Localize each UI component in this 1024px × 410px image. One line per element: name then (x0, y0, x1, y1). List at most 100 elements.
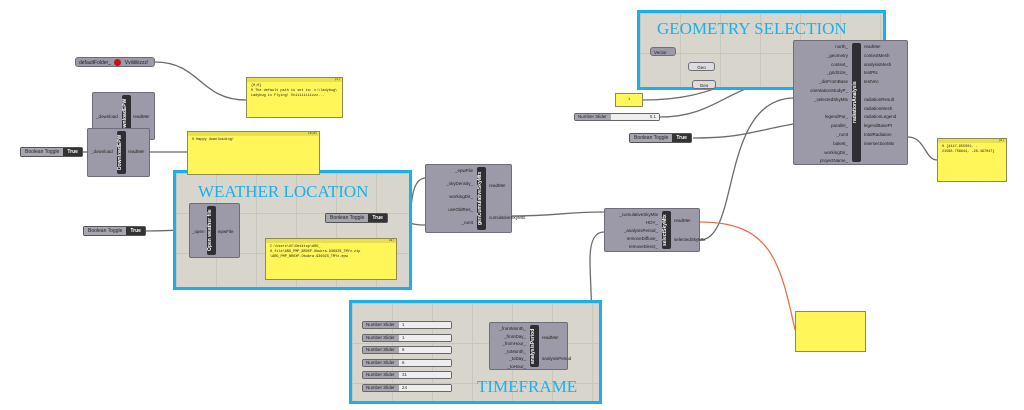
output-label[interactable]: cumulativeSkyMtx (489, 215, 526, 220)
radiation-analysis-node[interactable]: north_ _geometry context_ _gridSize_ _disFro… (793, 40, 908, 165)
input-label[interactable]: _fromDay_ (503, 333, 526, 339)
toggle-value[interactable]: True (63, 148, 82, 156)
input-label[interactable]: removeDiffuse_ (626, 236, 658, 241)
input-label[interactable]: legendPar_ (824, 114, 848, 120)
panel[interactable]: {0;0}0 Happy downloading! (187, 131, 320, 175)
output-label[interactable]: totalRadiation (864, 132, 892, 137)
panel[interactable] (795, 311, 866, 352)
slider-value[interactable]: 6 (399, 347, 451, 353)
open-weather-file-node[interactable]: _open Open weather file epwFile (189, 203, 240, 258)
input-label[interactable]: parallel_ (830, 123, 848, 129)
gen-cumulative-sky-mtx-node[interactable]: _epwFile _skyDensity_ workingDir_ useOldRes… (425, 164, 525, 233)
slider-value[interactable]: 31 (399, 372, 451, 378)
slider-label: Number Slider (363, 359, 399, 366)
panel-header: (1) (247, 78, 342, 82)
output-label[interactable]: analysisMesh (864, 61, 892, 67)
input-label[interactable]: _toHour_ (507, 363, 526, 369)
wire (692, 123, 794, 139)
vector-param[interactable]: Vector (650, 47, 676, 56)
input-label[interactable]: context_ (830, 61, 848, 67)
ladybug-icon (114, 59, 122, 67)
output-label: readMe! (133, 114, 150, 119)
input-label[interactable]: _skyDensity_ (446, 181, 473, 186)
input-label[interactable]: _selectedSkyMtx (813, 96, 848, 102)
input-label[interactable]: projectName_ (819, 158, 848, 164)
input-label[interactable]: _analysisPeriod_ (623, 228, 658, 233)
input-label[interactable]: workingDir_ (449, 194, 473, 199)
panel-line: {0;0} (251, 84, 262, 88)
slider-value[interactable]: 0.1 (611, 114, 659, 120)
output-label[interactable]: contextMesh (864, 52, 890, 58)
input-label: _download (96, 114, 118, 119)
input-label[interactable]: _runIt (461, 220, 473, 225)
output-label[interactable]: selectedSkyMtx (674, 237, 706, 242)
input-label[interactable]: _cumulativeSkyMtx (619, 212, 658, 217)
toggle-label: Boolean Toggle (84, 227, 127, 235)
output-label[interactable]: readMe! (674, 218, 691, 223)
input-label[interactable]: _geometry (826, 52, 848, 58)
output-label[interactable]: readMe! (542, 335, 559, 340)
toggle-value[interactable]: True (126, 227, 145, 235)
output-label[interactable]: legendBasePt (864, 123, 893, 129)
output-label[interactable]: radiationResult (864, 96, 895, 102)
input-label[interactable]: _fromMonth_ (499, 326, 526, 331)
input-label[interactable]: _runIt (836, 132, 848, 137)
input-label[interactable]: _fromHour_ (502, 341, 526, 346)
input-label[interactable]: HOY_ (645, 220, 658, 225)
slider-value[interactable]: 24 (399, 384, 451, 391)
geo-param[interactable]: Geo (692, 80, 716, 89)
default-folder-node[interactable]: defaultFolder_ Vviiiiiiiizzz! (75, 57, 155, 67)
output-label[interactable]: analysisPeriod (542, 356, 572, 361)
input-label[interactable]: _gridSize_ (826, 70, 848, 76)
panel-text: 1 (627, 98, 631, 102)
output-label[interactable]: radiationMesh (864, 105, 893, 111)
slider-value[interactable]: 6 (399, 359, 451, 366)
output-label[interactable]: radiationLegend (864, 114, 897, 120)
panel-line: Ladybug is Flying! Vviiiiiiiizzz... (251, 94, 325, 98)
download-epw-node[interactable]: _download DownloadEPW readMe! (87, 128, 150, 177)
panel-header: (0) (938, 139, 1006, 143)
geo-param[interactable]: Geo (688, 62, 715, 71)
panel-line: 0 {4447.955001, - (942, 145, 978, 149)
slider-label: Number Slider (575, 114, 611, 120)
slider-value[interactable]: 1 (399, 334, 451, 341)
panel[interactable]: (1){0;0}0 The default path is set to: c:… (246, 77, 343, 118)
panel[interactable]: (0)C:\Users\UC\Desktop\ARG_0 file\ARG_PM… (265, 238, 397, 280)
toggle-value[interactable]: True (672, 134, 691, 142)
input-label[interactable]: bakeIt_ (833, 140, 848, 146)
output-label[interactable]: intersectionMtx (864, 140, 895, 146)
input-label: defaultFolder_ (79, 60, 111, 66)
input-label[interactable]: useOldRes_ (448, 207, 473, 212)
output-label[interactable]: testVec (864, 79, 879, 85)
input-label[interactable]: _toDay_ (509, 356, 526, 361)
slider-label: Number Slider (363, 372, 399, 378)
input-label[interactable]: _toMonth_ (504, 348, 526, 354)
input-label[interactable]: workingDir_ (824, 149, 848, 155)
input-label[interactable]: orientationStudyP_ (809, 88, 848, 93)
analysis-period-node[interactable]: _fromMonth_ _fromDay_ _fromHour_ _toMonth_ _… (489, 322, 572, 370)
toggle-value[interactable]: True (368, 214, 387, 222)
slider-label: Number Slider (363, 334, 399, 341)
output-label[interactable]: readMe! (864, 44, 881, 49)
output-label[interactable]: readMe! (489, 183, 506, 188)
input-label[interactable]: _epwFile (454, 168, 473, 173)
slider-value[interactable]: 1 (399, 322, 451, 328)
input-label[interactable]: _disFromBase (818, 79, 848, 85)
panel[interactable]: (0)0 {4447.955001, -21598.758844, -28.49… (937, 138, 1007, 182)
panel-small[interactable]: 1 (615, 93, 643, 107)
input-label[interactable]: north_ (835, 44, 848, 49)
input-label[interactable]: removeDirect_ (628, 244, 658, 249)
output-label[interactable]: testPts (864, 70, 878, 76)
